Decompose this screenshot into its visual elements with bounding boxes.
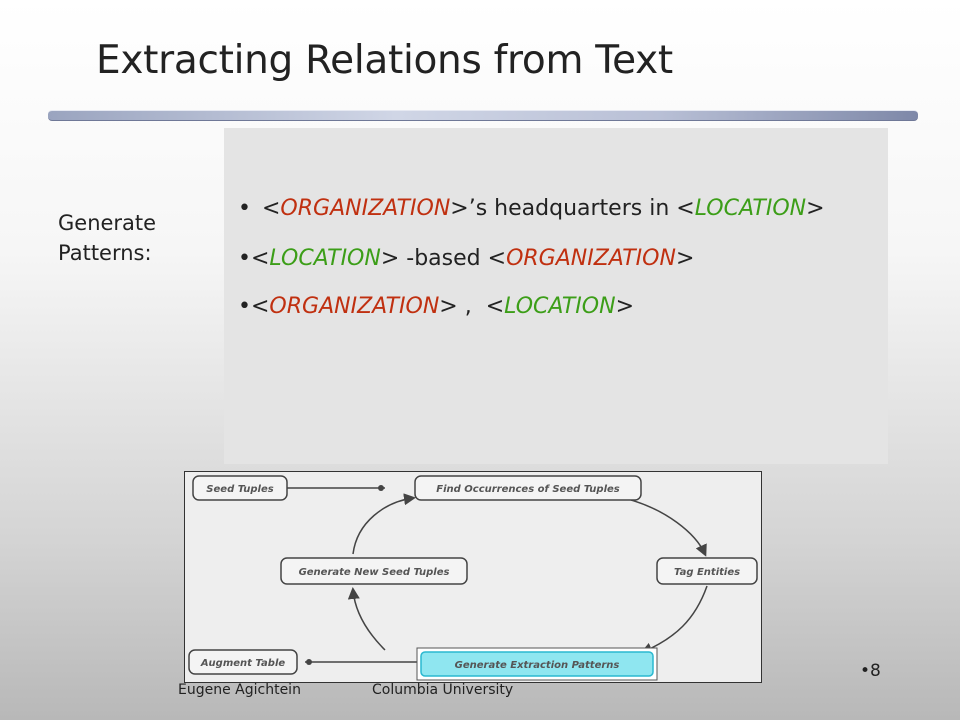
organization-tag: ORGANIZATION (506, 246, 676, 271)
connector-find-to-tag (630, 499, 707, 557)
side-label-line-2: Patterns: (58, 241, 152, 265)
angle-open: < (250, 294, 270, 319)
node-generate-extraction-patterns: Generate Extraction Patterns (416, 647, 658, 681)
node-label: Seed Tuples (206, 484, 273, 495)
node-augment-table: Augment Table (188, 649, 298, 675)
angle-open: < (485, 294, 505, 319)
angle-close: > (675, 246, 695, 271)
node-tag-entities: Tag Entities (656, 557, 758, 585)
side-label-line-1: Generate (58, 211, 157, 235)
angle-open: < (250, 246, 270, 271)
connector-tag-to-patterns (640, 585, 708, 654)
footer-author: Eugene Agichtein (178, 682, 301, 698)
pattern-text: , (457, 294, 486, 319)
snowball-pipeline-diagram: Seed Tuples Find Occurrences of Seed Tup… (184, 471, 762, 683)
angle-open: < (261, 196, 281, 221)
node-label: Generate Extraction Patterns (455, 660, 620, 671)
location-tag: LOCATION (694, 196, 807, 221)
node-find-occurrences: Find Occurrences of Seed Tuples (414, 475, 642, 501)
node-seed-tuples: Seed Tuples (192, 475, 288, 501)
highlight-box (420, 651, 654, 677)
angle-close: > (615, 294, 635, 319)
pattern-text: -based (399, 246, 488, 271)
page-number: •8 (860, 661, 881, 681)
node-generate-new-seed-tuples: Generate New Seed Tuples (280, 557, 468, 585)
footer-organization: Columbia University (372, 682, 514, 698)
location-tag: LOCATION (504, 294, 616, 319)
connector-augment-to-new-seed (347, 587, 386, 651)
title-underline-bar (48, 110, 918, 121)
slide-title: Extracting Relations from Text (96, 38, 673, 83)
node-label: Generate New Seed Tuples (299, 567, 450, 578)
bullet: • (238, 246, 251, 271)
bullet: • (238, 294, 251, 319)
angle-close: > (450, 196, 469, 221)
diagram-canvas: Seed Tuples Find Occurrences of Seed Tup… (188, 475, 758, 681)
pattern-item-2: •<LOCATION> -based <ORGANIZATION> (238, 246, 694, 271)
pattern-panel: • <ORGANIZATION>’s headquarters in <LOCA… (224, 128, 888, 464)
angle-close: > (806, 196, 825, 221)
pattern-item-3: •<ORGANIZATION> , <LOCATION> (238, 294, 634, 319)
pattern-text: ’s headquarters in (468, 196, 677, 221)
node-label: Augment Table (200, 658, 286, 669)
organization-tag: ORGANIZATION (269, 294, 440, 319)
connector-new-seed-to-find (352, 493, 416, 555)
location-tag: LOCATION (269, 246, 381, 271)
angle-open: < (676, 196, 695, 221)
connector-dot (378, 485, 384, 491)
organization-tag: ORGANIZATION (280, 196, 451, 221)
angle-close: > (439, 294, 458, 319)
connector-dot (306, 659, 312, 665)
side-label: Generate Patterns: (58, 208, 218, 268)
pattern-item-1: • <ORGANIZATION>’s headquarters in <LOCA… (238, 196, 825, 221)
angle-close: > (380, 246, 400, 271)
angle-open: < (487, 246, 507, 271)
bullet: • (238, 196, 251, 221)
node-label: Tag Entities (674, 567, 740, 578)
node-label: Find Occurrences of Seed Tuples (436, 484, 620, 495)
